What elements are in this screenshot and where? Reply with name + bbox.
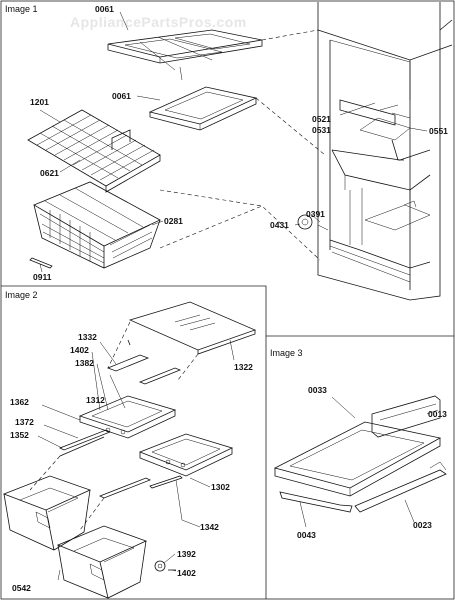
part-label-1362: 1362: [10, 397, 29, 407]
refrigerator-cabinet: [297, 2, 453, 301]
wire-shelf-1201: [27, 109, 161, 193]
part-label-0521: 0521: [312, 114, 331, 124]
image-1-title: Image 1: [5, 4, 38, 14]
shelf-assembly-top: [107, 29, 263, 81]
part-label-1392: 1392: [177, 549, 196, 559]
image-2-frame: [1, 285, 267, 599]
part-label-1372: 1372: [15, 417, 34, 427]
part-label-1382: 1382: [75, 358, 94, 368]
part-label-1342: 1342: [200, 522, 219, 532]
watermark: AppliancePartsPros.com: [70, 14, 247, 30]
rail-1352: [59, 429, 111, 451]
deli-drawer-assembly: [273, 395, 447, 513]
part-label-0281: 0281: [164, 216, 183, 226]
part-label-0551: 0551: [429, 126, 448, 136]
rail-0911: [29, 257, 53, 269]
rail-1362: [59, 436, 105, 457]
basket-0281: [33, 181, 161, 269]
glass-shelf-1322: [128, 301, 257, 355]
part-label-0531: 0531: [312, 125, 331, 135]
part-label-0061-top: 0061: [95, 4, 114, 14]
part-label-0023: 0023: [413, 520, 432, 530]
trim-1332b: [138, 367, 182, 385]
crisper-drawer-right: [56, 525, 148, 599]
image-2-title: Image 2: [5, 290, 38, 300]
part-label-1402: 1402: [177, 568, 196, 578]
crisper-drawer-left: [2, 475, 92, 551]
part-label-1332: 1332: [78, 332, 97, 342]
trim-1332: [106, 354, 150, 372]
image-3-title: Image 3: [270, 348, 303, 358]
rail-1342: [99, 477, 151, 499]
part-label-0033: 0033: [308, 385, 327, 395]
part-label-0061: 0061: [112, 91, 131, 101]
part-label-1322: 1322: [234, 362, 253, 372]
part-label-0542: 0542: [12, 583, 31, 593]
part-label-0013: 0013: [428, 409, 447, 419]
part-label-0621: 0621: [40, 168, 59, 178]
part-1392: [154, 560, 166, 572]
part-label-1402-top: 1402: [70, 345, 89, 355]
part-label-1201: 1201: [30, 97, 49, 107]
shelf-glass-0061: [148, 86, 258, 131]
part-label-1302: 1302: [211, 482, 230, 492]
part-label-0911: 0911: [33, 272, 52, 282]
part-label-0431: 0431: [270, 220, 289, 230]
part-label-1312: 1312: [86, 395, 105, 405]
part-label-1352: 1352: [10, 430, 29, 440]
crisper-cover-right: [138, 433, 234, 477]
part-label-0043: 0043: [297, 530, 316, 540]
part-label-0391: 0391: [306, 209, 325, 219]
